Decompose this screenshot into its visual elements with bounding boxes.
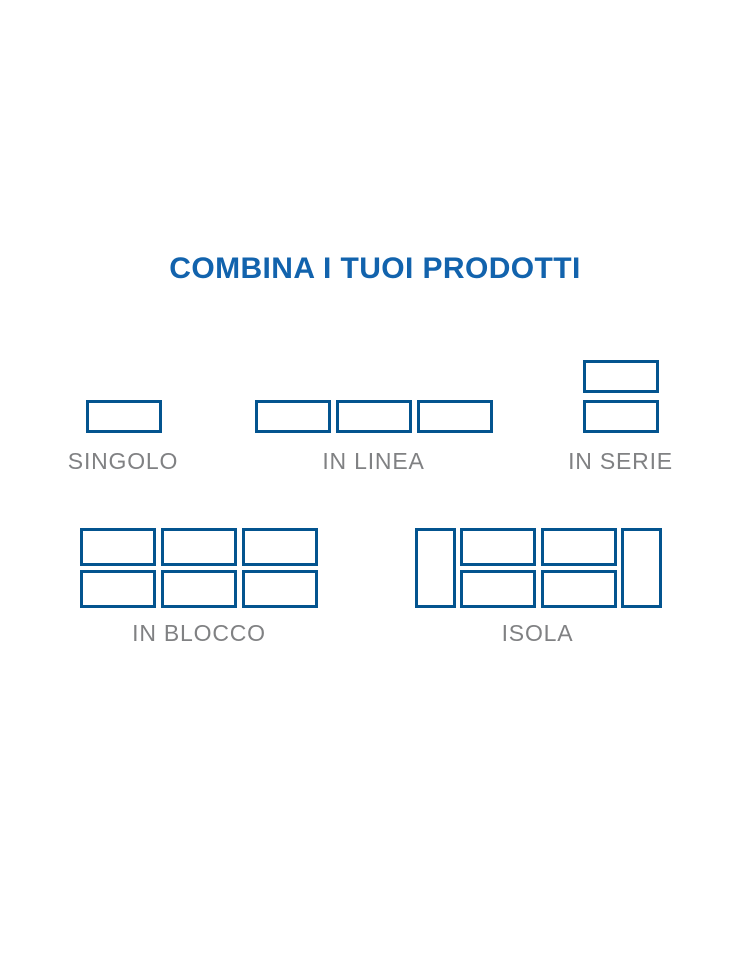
module-rect[interactable] — [621, 528, 662, 608]
module-rect[interactable] — [161, 570, 237, 608]
configuration-diagram-in-linea — [255, 355, 493, 433]
module-rect[interactable] — [583, 400, 659, 433]
module-rect[interactable] — [415, 528, 456, 608]
module-rect[interactable] — [417, 400, 493, 433]
configuration-diagram-in-serie — [545, 355, 696, 433]
module-rect[interactable] — [242, 528, 318, 566]
configuration-in-serie[interactable]: IN SERIE — [545, 355, 696, 485]
page-title: COMBINA I TUOI PRODOTTI — [169, 252, 581, 285]
module-rect[interactable] — [255, 400, 331, 433]
configuration-diagram-isola — [415, 528, 662, 608]
module-rect[interactable] — [460, 570, 536, 608]
module-rect[interactable] — [541, 528, 617, 566]
module-rect[interactable] — [242, 570, 318, 608]
configuration-diagram-singolo — [38, 355, 208, 433]
module-rect[interactable] — [161, 528, 237, 566]
configuration-label-in-serie: IN SERIE — [568, 448, 673, 474]
configuration-label-in-blocco: IN BLOCCO — [132, 620, 266, 646]
configuration-in-blocco[interactable]: IN BLOCCO — [80, 528, 318, 658]
configuration-in-linea[interactable]: IN LINEA — [255, 355, 493, 485]
module-rect[interactable] — [583, 360, 659, 393]
configuration-diagram-in-blocco — [80, 528, 318, 608]
configuration-isola[interactable]: ISOLA — [415, 528, 662, 658]
module-rect[interactable] — [80, 528, 156, 566]
module-rect[interactable] — [541, 570, 617, 608]
configuration-label-isola: ISOLA — [501, 620, 574, 646]
configuration-label-in-linea: IN LINEA — [322, 448, 425, 474]
module-rect[interactable] — [86, 400, 162, 433]
module-rect[interactable] — [336, 400, 412, 433]
module-rect[interactable] — [460, 528, 536, 566]
configuration-label-singolo: SINGOLO — [67, 448, 179, 474]
module-rect[interactable] — [80, 570, 156, 608]
configuration-singolo[interactable]: SINGOLO — [38, 355, 208, 485]
